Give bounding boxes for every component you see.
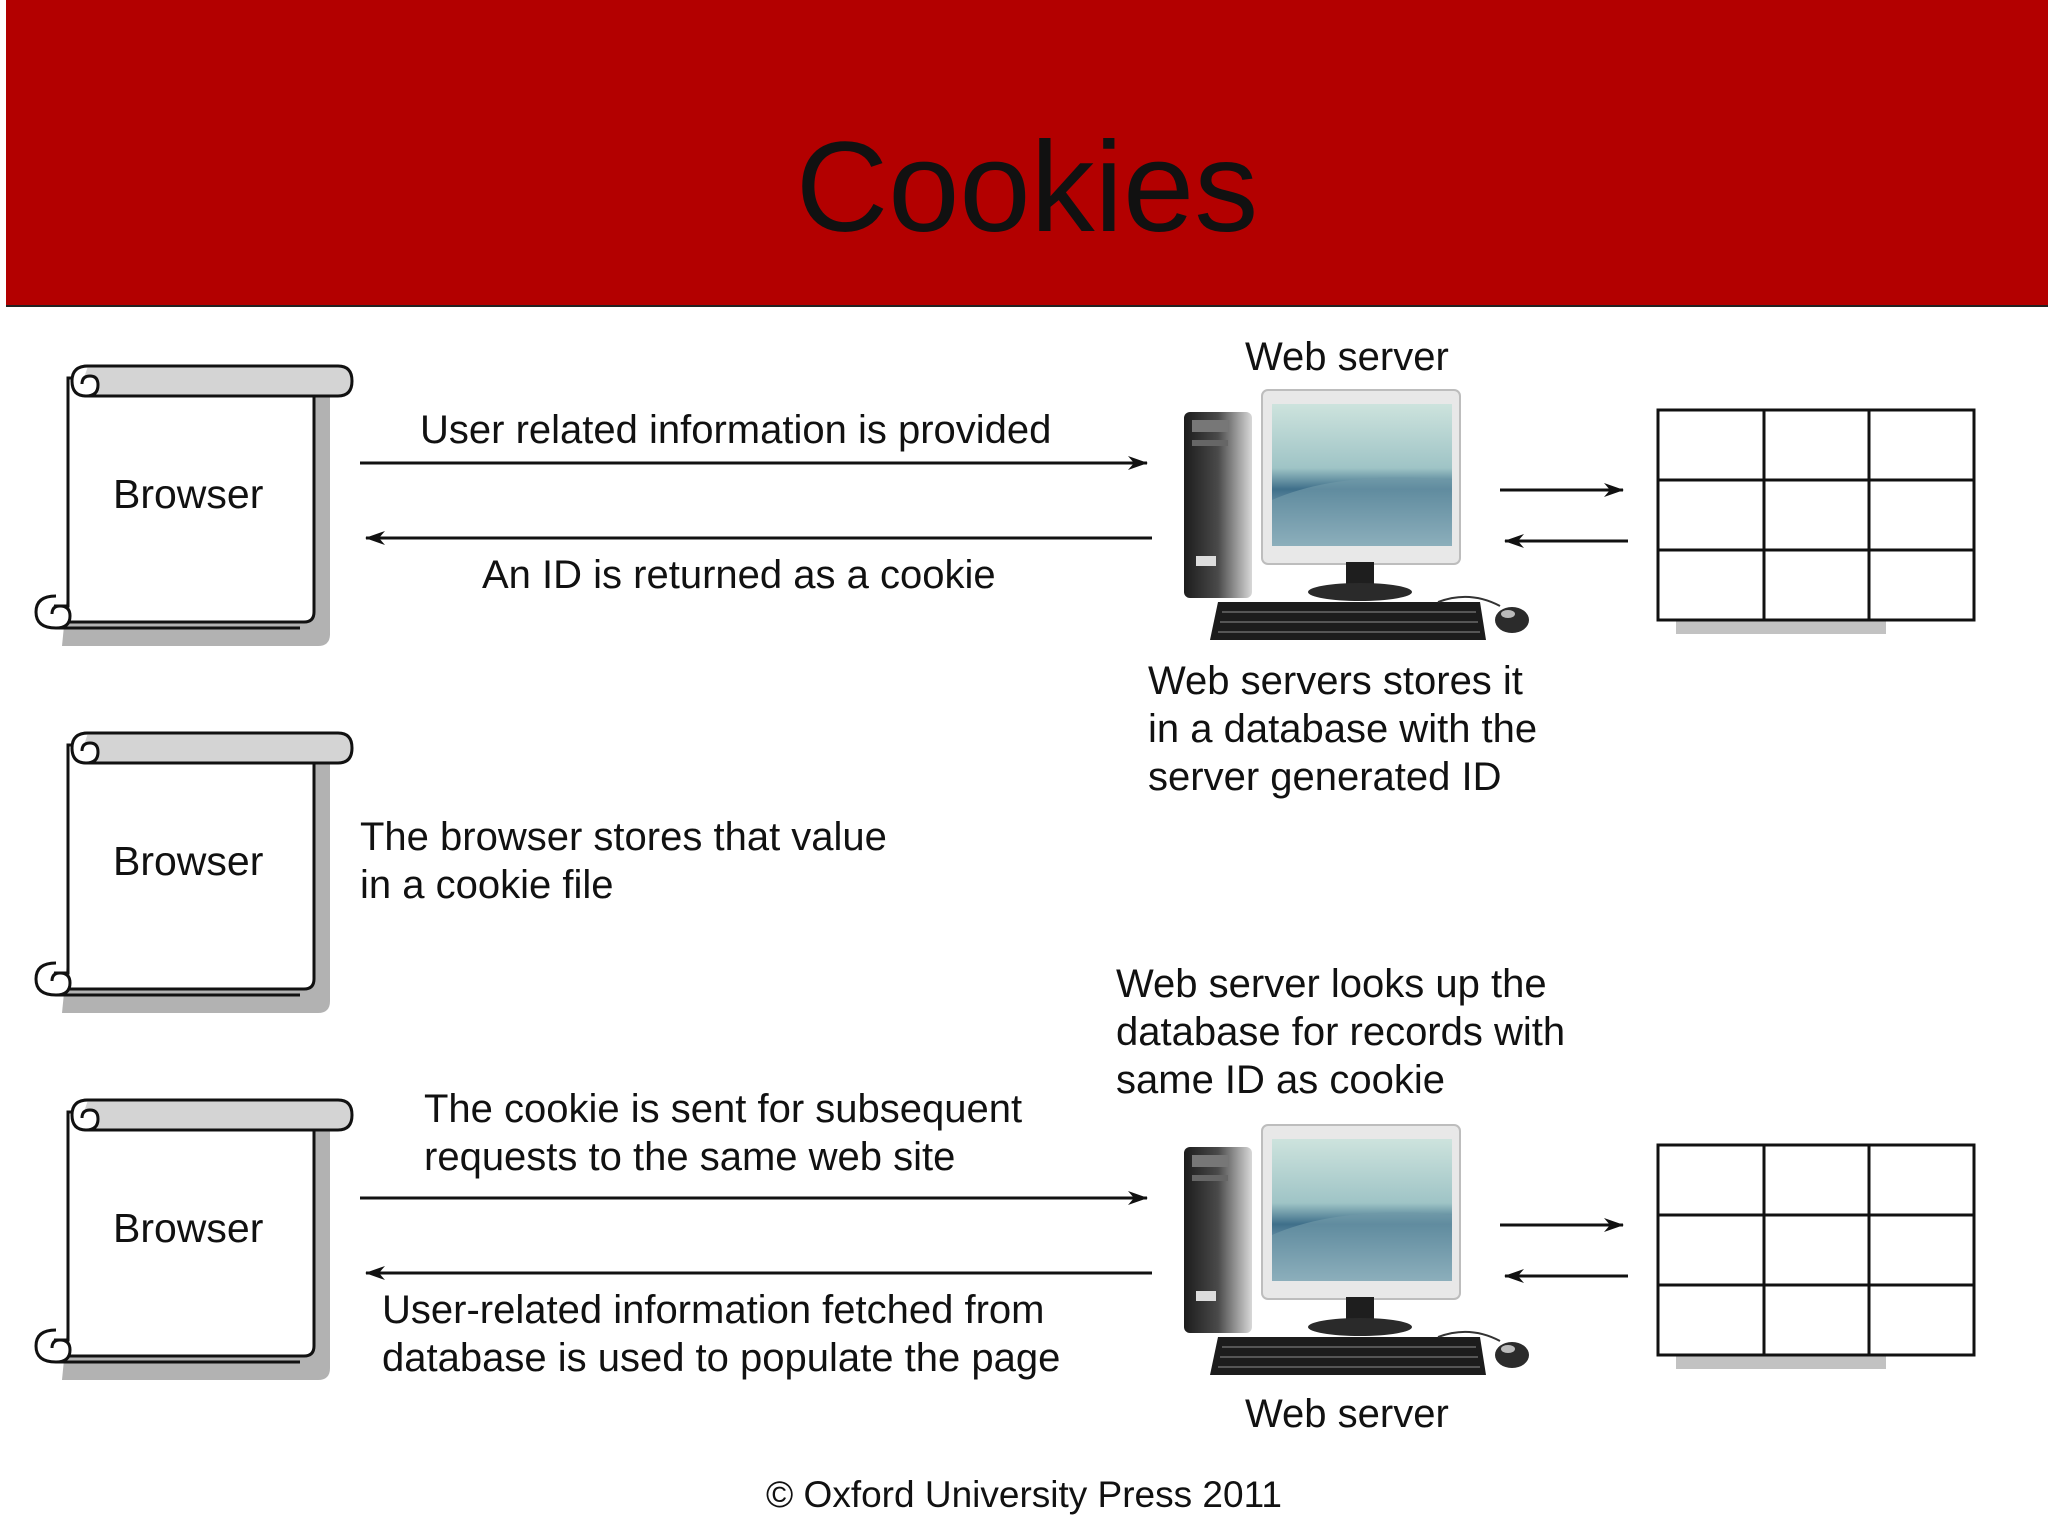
copyright-footer: © Oxford University Press 2011 [766,1474,1282,1515]
database-table-bottom [1656,1143,1976,1371]
fetched-line-2: database is used to populate the page [382,1336,1061,1380]
response-label: An ID is returned as a cookie [482,553,996,597]
server-store-line-2: in a database with the [1148,707,1538,751]
server-lookup-line-3: same ID as cookie [1116,1058,1446,1102]
title-banner: Cookies [6,0,2048,307]
web-server-computer-bottom [1183,1124,1530,1376]
request-label: User related information is provided [420,408,1052,452]
browser-label-1: Browser [113,471,264,517]
server-lookup-line-1: Web server looks up the [1116,962,1547,1006]
web-server-label-bottom: Web server [1245,1392,1449,1436]
browser-store-line-2: in a cookie file [360,863,614,907]
subsequent-line-2: requests to the same web site [424,1135,956,1179]
server-store-line-3: server generated ID [1148,755,1502,799]
server-store-line-1: Web servers stores it [1148,659,1523,703]
server-lookup-line-2: database for records with [1116,1010,1566,1054]
browser-label-2: Browser [113,838,264,884]
browser-label-3: Browser [113,1205,264,1251]
page-title: Cookies [795,116,1259,259]
fetched-line-1: User-related information fetched from [382,1288,1045,1332]
subsequent-line-1: The cookie is sent for subsequent [424,1087,1023,1131]
database-table-top [1656,408,1976,636]
web-server-computer-top [1183,389,1530,641]
web-server-label-top: Web server [1245,335,1449,379]
browser-store-line-1: The browser stores that value [360,815,887,859]
